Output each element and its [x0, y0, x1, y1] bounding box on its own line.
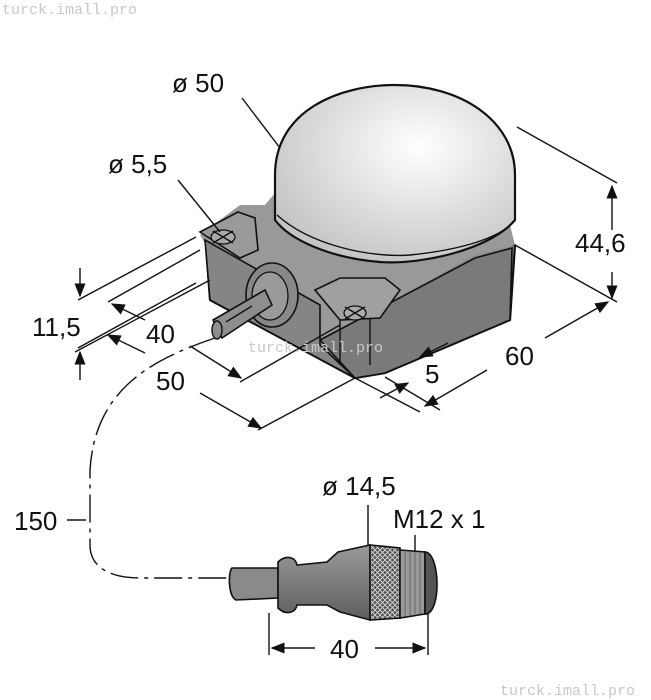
hole-diameter-label: ø 5,5: [108, 149, 167, 179]
hole-spacing-label: 40: [146, 319, 175, 349]
connector-thread-label: M12 x 1: [393, 504, 486, 534]
edge-offset-label: 5: [425, 359, 439, 389]
width-label: 50: [156, 366, 185, 396]
cable-gland: [211, 262, 299, 340]
dome-diameter-label: ø 50: [172, 68, 224, 98]
dimension-lines: [74, 97, 618, 431]
dome-lens: [273, 83, 517, 264]
watermark-center: turck.imall.pro: [248, 340, 383, 357]
connector-diameter-label: ø 14,5: [322, 471, 396, 501]
watermark-bottom-right: turck.imall.pro: [500, 683, 635, 700]
watermark-top-left: turck.imall.pro: [2, 2, 137, 19]
connector-length-label: 40: [330, 634, 359, 664]
m12-connector: [228, 505, 438, 622]
flange-height-label: 11,5: [32, 312, 81, 342]
depth-label: 60: [505, 341, 534, 371]
height-label: 44,6: [575, 228, 626, 258]
cable-path: [89, 337, 230, 579]
cable-length-label: 150: [14, 506, 57, 536]
